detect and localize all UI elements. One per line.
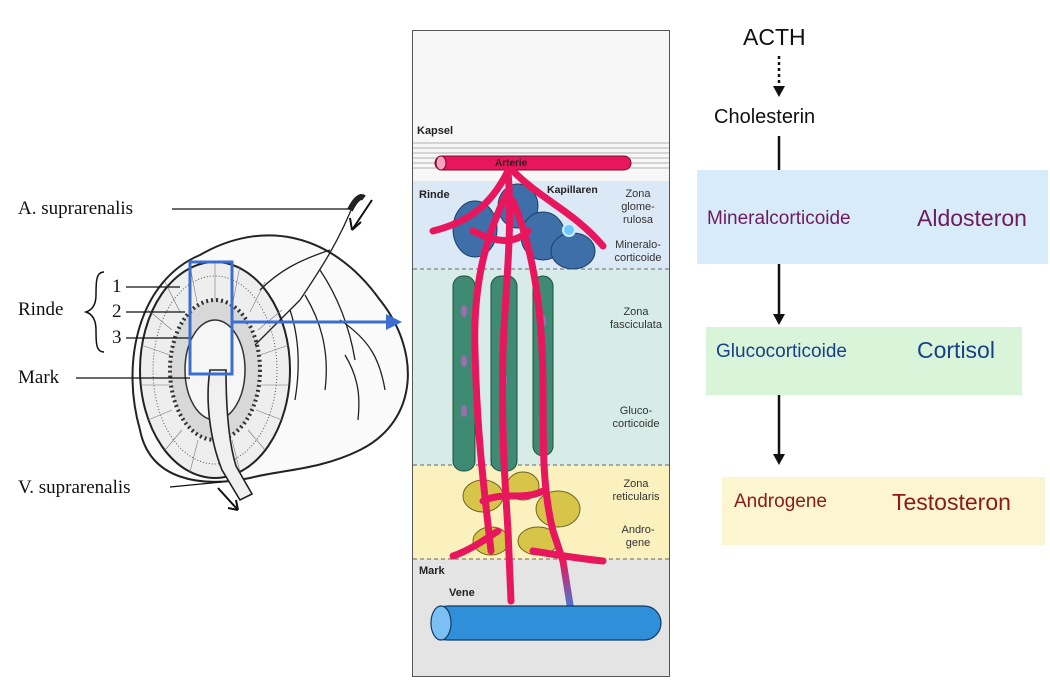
mineralocorticoid-box: Mineralcorticoide Aldosteron	[697, 170, 1048, 264]
mineralocorticoid-class: Mineralcorticoide	[707, 208, 851, 229]
zona-fasciculata-label: Zona fasciculata	[610, 306, 662, 331]
medulla-label-middle: Mark	[419, 565, 445, 577]
artery-label-middle: Arterie	[495, 158, 528, 169]
medulla-label: Mark	[18, 367, 60, 388]
acth-label: ACTH	[743, 24, 806, 50]
aldosterone-label: Aldosteron	[917, 205, 1027, 231]
layer3-label: 3	[112, 327, 122, 348]
capillaries-label: Kapillaren	[547, 184, 598, 196]
zona-reticularis-label: Zona reticularis	[612, 478, 660, 503]
mineralocorticoid-label: Mineralo- corticoide	[614, 239, 662, 264]
histology-drawing	[413, 31, 669, 676]
layer2-label: 2	[112, 301, 122, 322]
layer1-label: 1	[112, 276, 122, 297]
glucocorticoid-class: Glucocorticoide	[716, 341, 847, 362]
cortex-label-middle: Rinde	[419, 189, 450, 201]
zona-glomerulosa-label: Zona glome- rulosa	[621, 188, 655, 226]
vein-label-middle: Vene	[449, 587, 475, 599]
cholesterol-label: Cholesterin	[714, 106, 816, 128]
androgen-class: Androgene	[734, 491, 827, 512]
vein-label: V. suprarenalis	[18, 477, 131, 498]
artery-label: A. suprarenalis	[18, 198, 134, 219]
cortex-label: Rinde	[18, 299, 64, 320]
androgen-box: Androgene Testosteron	[722, 477, 1045, 545]
histology-panel: Kapsel Arterie Rinde Kapillaren Zona glo…	[412, 30, 670, 677]
glucocorticoid-box: Glucocorticoide Cortisol	[706, 327, 1022, 395]
capsule-label: Kapsel	[417, 125, 454, 137]
glucocorticoid-label: Gluco- corticoide	[612, 405, 660, 430]
testosterone-label: Testosteron	[892, 489, 1011, 515]
androgen-label: Andro- gene	[621, 524, 655, 549]
cortisol-label: Cortisol	[917, 337, 995, 363]
